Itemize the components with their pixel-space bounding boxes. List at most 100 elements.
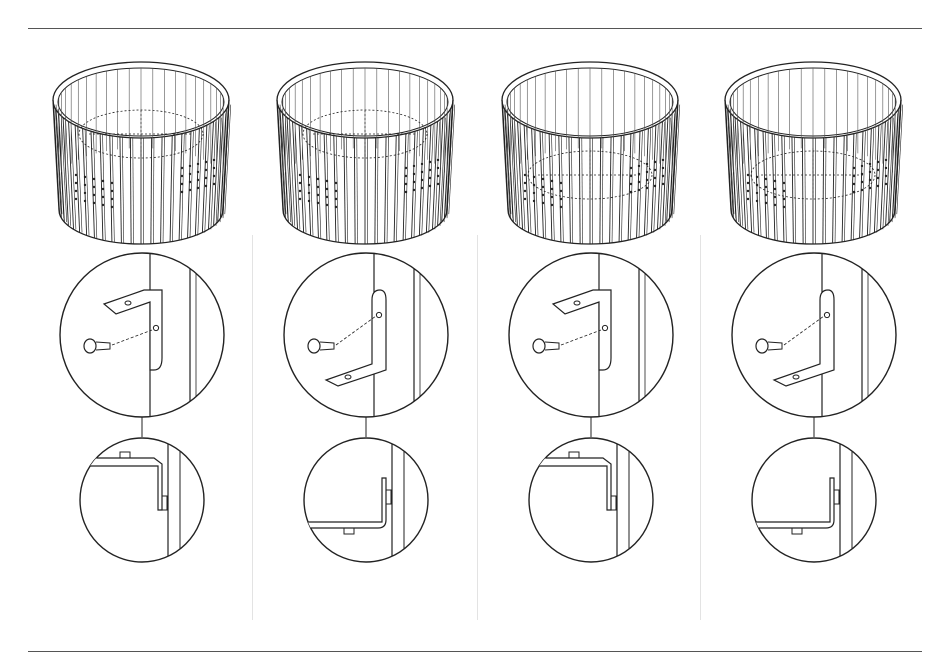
bed-hole-dot	[308, 192, 310, 194]
bed-hole-dot	[542, 194, 544, 196]
bed-hole-dot	[413, 165, 415, 167]
bed-hole-dot	[189, 181, 191, 183]
bed-hole-dot	[783, 206, 785, 208]
bed-hole-dot	[861, 181, 863, 183]
bed-slat-edge	[387, 137, 388, 243]
bed-hole-dot	[861, 173, 863, 175]
bed-hole-dot	[551, 180, 553, 182]
bed-slat	[747, 125, 751, 232]
bed-illustration	[725, 62, 903, 244]
bed-slat-edge	[844, 136, 846, 242]
detail-circle-outline	[284, 253, 448, 417]
screw-section	[344, 528, 354, 534]
bed-hole-dot	[197, 179, 199, 181]
bed-slat-edge	[396, 136, 398, 242]
bed-hole-dot	[437, 175, 439, 177]
bed-slat-edge	[612, 137, 613, 243]
bed-slat-edge	[163, 137, 164, 243]
bed-hole-dot	[205, 177, 207, 179]
bed-hole-dot	[747, 198, 749, 200]
bed-slat	[823, 138, 824, 244]
bed-hole-dot	[75, 174, 77, 176]
bed-hole-dot	[885, 159, 887, 161]
bed-slat-edge	[825, 138, 826, 244]
bed-hole-dot	[662, 183, 664, 185]
bed-hole-dot	[317, 202, 319, 204]
bed-hole-dot	[429, 185, 431, 187]
bed-hole-dot	[630, 175, 632, 177]
bed-hole-dot	[765, 194, 767, 196]
step-3-drawing	[481, 40, 703, 640]
screw-section	[792, 528, 802, 534]
bed-hole-dot	[524, 190, 526, 192]
bed-hole-dot	[213, 175, 215, 177]
section-detail-circle	[72, 430, 204, 570]
l-bracket	[104, 290, 162, 370]
bed-slat-edge	[377, 138, 378, 244]
bed-slat	[772, 134, 775, 240]
bed-hole-dot	[646, 187, 648, 189]
bed-slat	[842, 136, 844, 242]
bed-slat	[782, 136, 784, 242]
section-circle-outline	[304, 438, 428, 562]
screw-head	[308, 339, 320, 353]
bed-hole-dot	[111, 190, 113, 192]
bed-hole-dot	[747, 182, 749, 184]
bed-hole-dot	[308, 176, 310, 178]
bed-hole-dot	[551, 196, 553, 198]
bed-hole-dot	[205, 169, 207, 171]
bed-slat	[75, 125, 79, 232]
bed-slat-edge	[122, 137, 123, 243]
bed-hole-dot	[405, 175, 407, 177]
bed-slat-edge	[805, 138, 806, 244]
bed-hole-dot	[75, 190, 77, 192]
bed-slat	[851, 134, 854, 240]
bed-hole-dot	[213, 167, 215, 169]
bracket-section	[296, 478, 386, 528]
bed-slat	[619, 136, 621, 242]
bed-hole-dot	[877, 177, 879, 179]
bed-hole-dot	[533, 184, 535, 186]
l-bracket	[326, 290, 386, 386]
bed-hole-dot	[75, 198, 77, 200]
bed-slat	[179, 134, 182, 240]
bed-slat	[120, 137, 121, 243]
screw-head	[756, 339, 768, 353]
bed-hole-dot	[542, 178, 544, 180]
bed-hole-dot	[299, 182, 301, 184]
step-1-panel	[32, 40, 254, 640]
bed-hole-dot	[756, 184, 758, 186]
bed-hole-dot	[429, 177, 431, 179]
bed-hole-dot	[638, 189, 640, 191]
bed-slat	[403, 134, 406, 240]
detail-circle-outline	[732, 253, 896, 417]
bed-hole-dot	[437, 167, 439, 169]
bracket-detail-circle	[284, 240, 448, 437]
step-3-panel	[481, 40, 703, 640]
section-circle-outline	[752, 438, 876, 562]
bed-hole-dot	[93, 178, 95, 180]
screw-section	[162, 496, 167, 510]
bed-hole-dot	[861, 165, 863, 167]
bed-slat	[549, 134, 552, 240]
bed-slat-edge	[784, 136, 786, 242]
bed-hole-dot	[869, 163, 871, 165]
bed-slat	[600, 138, 601, 244]
bed-hole-dot	[189, 165, 191, 167]
step-4-drawing	[704, 40, 926, 640]
section-detail-circle	[521, 430, 653, 570]
bed-hole-dot	[405, 167, 407, 169]
bed-hole-dot	[551, 188, 553, 190]
bed-slat	[792, 137, 793, 243]
bed-hole-dot	[638, 181, 640, 183]
bed-hole-dot	[405, 183, 407, 185]
bed-slat	[559, 136, 561, 242]
bed-hole-dot	[335, 190, 337, 192]
bed-hole-dot	[421, 179, 423, 181]
bed-hole-dot	[75, 182, 77, 184]
bed-hole-dot	[102, 180, 104, 182]
bed-hole-dot	[533, 176, 535, 178]
bed-hole-dot	[885, 183, 887, 185]
bed-hole-dot	[189, 173, 191, 175]
bed-hole-dot	[197, 163, 199, 165]
